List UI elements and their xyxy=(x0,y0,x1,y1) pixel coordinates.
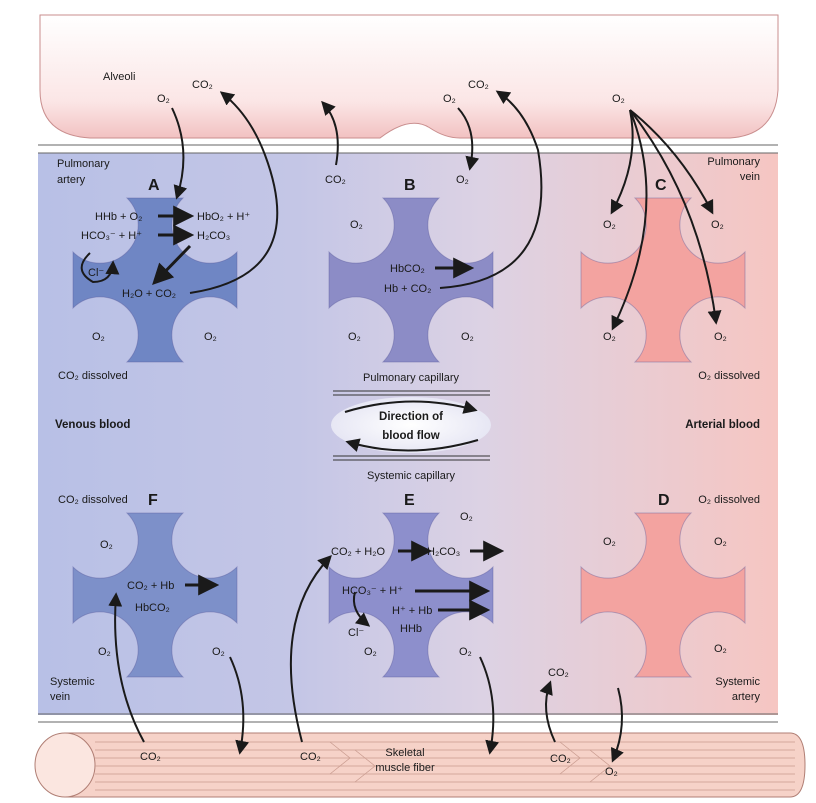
cell-e-eq1: CO₂ + H₂O xyxy=(331,546,386,558)
alv-o2-1: O₂ xyxy=(157,93,170,105)
text-layer: Alveoli Pulmonary artery Pulmonary vein … xyxy=(50,71,760,778)
cell-f-o2-3: O₂ xyxy=(212,646,225,658)
cell-d xyxy=(580,512,746,678)
cell-d-o2-1: O₂ xyxy=(603,536,616,548)
cell-a-letter: A xyxy=(148,177,160,194)
cell-b-eq2: Hb + CO₂ xyxy=(384,283,431,295)
muscle-o2: O₂ xyxy=(605,766,618,778)
cell-e-eq4: HHb xyxy=(400,623,422,635)
cell-d-o2-2: O₂ xyxy=(714,536,727,548)
cell-b-letter: B xyxy=(404,177,416,194)
muscle-co2-3: CO₂ xyxy=(550,753,571,765)
cell-c-letter: C xyxy=(655,177,667,194)
muscle-co2-1: CO₂ xyxy=(140,751,161,763)
alv-o2-3: O₂ xyxy=(612,93,625,105)
cell-b-o2-2: O₂ xyxy=(348,331,361,343)
systemic-vein-label-1: Systemic xyxy=(50,676,95,688)
cell-c-o2-4: O₂ xyxy=(714,331,727,343)
alveoli-label: Alveoli xyxy=(103,71,135,83)
pulmonary-vein-label-1: Pulmonary xyxy=(707,156,760,168)
cell-f-dissolved: CO₂ dissolved xyxy=(58,494,128,506)
cell-c-o2-3: O₂ xyxy=(603,331,616,343)
systemic-co2: CO₂ xyxy=(548,667,569,679)
cell-f-o2-1: O₂ xyxy=(100,539,113,551)
cell-a-cl: Cl⁻ xyxy=(88,267,104,279)
cell-d-o2-3: O₂ xyxy=(714,643,727,655)
systemic-artery-label-1: Systemic xyxy=(715,676,760,688)
cell-c-dissolved: O₂ dissolved xyxy=(698,370,760,382)
skeletal-label-1: Skeletal xyxy=(385,747,424,759)
pulmonary-artery-label-1: Pulmonary xyxy=(57,158,110,170)
reaction-arrows xyxy=(152,205,505,621)
pulmonary-capillary-label: Pulmonary capillary xyxy=(363,372,459,384)
cell-a-eq1: HHb + O₂ xyxy=(95,211,142,223)
cell-a-eq2: HCO₃⁻ + H⁺ xyxy=(81,230,142,242)
cell-c-o2-2: O₂ xyxy=(711,219,724,231)
pulmonary-artery-label-2: artery xyxy=(57,174,86,186)
cell-e-o2-2: O₂ xyxy=(364,646,377,658)
alveolus xyxy=(39,14,779,139)
cell-e-letter: E xyxy=(404,492,415,509)
alv-co2-1: CO₂ xyxy=(192,79,213,91)
cell-f-letter: F xyxy=(148,492,158,509)
cell-e-o2-3: O₂ xyxy=(459,646,472,658)
cell-a-dissolved: CO₂ dissolved xyxy=(58,370,128,382)
muscle-co2-2: CO₂ xyxy=(300,751,321,763)
cell-e xyxy=(328,512,494,678)
cell-d-letter: D xyxy=(658,492,670,509)
systemic-artery-label-2: artery xyxy=(732,691,761,703)
skeletal-label-2: muscle fiber xyxy=(375,762,435,774)
cell-b-o2-3: O₂ xyxy=(461,331,474,343)
cell-e-eq2: HCO₃⁻ + H⁺ xyxy=(342,585,403,597)
cell-a-eq2b: H₂CO₃ xyxy=(197,230,230,242)
direction-label-2: blood flow xyxy=(382,430,440,442)
cell-a-o2-right: O₂ xyxy=(204,331,217,343)
pulmonary-vein-label-2: vein xyxy=(740,171,760,183)
cell-b-o2-1: O₂ xyxy=(350,219,363,231)
systemic-capillary-label: Systemic capillary xyxy=(367,470,456,482)
alv-co2-2: CO₂ xyxy=(468,79,489,91)
venous-blood-label: Venous blood xyxy=(55,419,130,431)
cell-f-eq2: HbCO₂ xyxy=(135,602,170,614)
cell-a-eq3: H₂O + CO₂ xyxy=(122,288,176,300)
cell-e-eq3: H⁺ + Hb xyxy=(392,605,432,617)
co2-at-membrane: CO₂ xyxy=(325,174,346,186)
cell-e-cl: Cl⁻ xyxy=(348,627,364,639)
cell-c xyxy=(580,197,746,363)
direction-of-blood-flow xyxy=(331,390,491,461)
cell-f-o2-2: O₂ xyxy=(98,646,111,658)
gas-flow-arrows xyxy=(80,90,722,763)
alv-o2-2: O₂ xyxy=(443,93,456,105)
arterial-blood-label: Arterial blood xyxy=(685,419,760,431)
cell-e-o2-1: O₂ xyxy=(460,511,473,523)
cell-c-o2-1: O₂ xyxy=(603,219,616,231)
o2-at-membrane: O₂ xyxy=(456,174,469,186)
systemic-vein-label-2: vein xyxy=(50,691,70,703)
cell-e-eq1b: H₂CO₃ xyxy=(427,546,460,558)
cell-a-o2-left: O₂ xyxy=(92,331,105,343)
cell-f-eq1: CO₂ + Hb xyxy=(127,580,174,592)
cell-d-dissolved: O₂ dissolved xyxy=(698,494,760,506)
membrane-bottom xyxy=(38,713,778,723)
cell-a-eq1b: HbO₂ + H⁺ xyxy=(197,211,250,223)
cell-b-eq1: HbCO₂ xyxy=(390,263,425,275)
direction-label-1: Direction of xyxy=(379,411,443,423)
